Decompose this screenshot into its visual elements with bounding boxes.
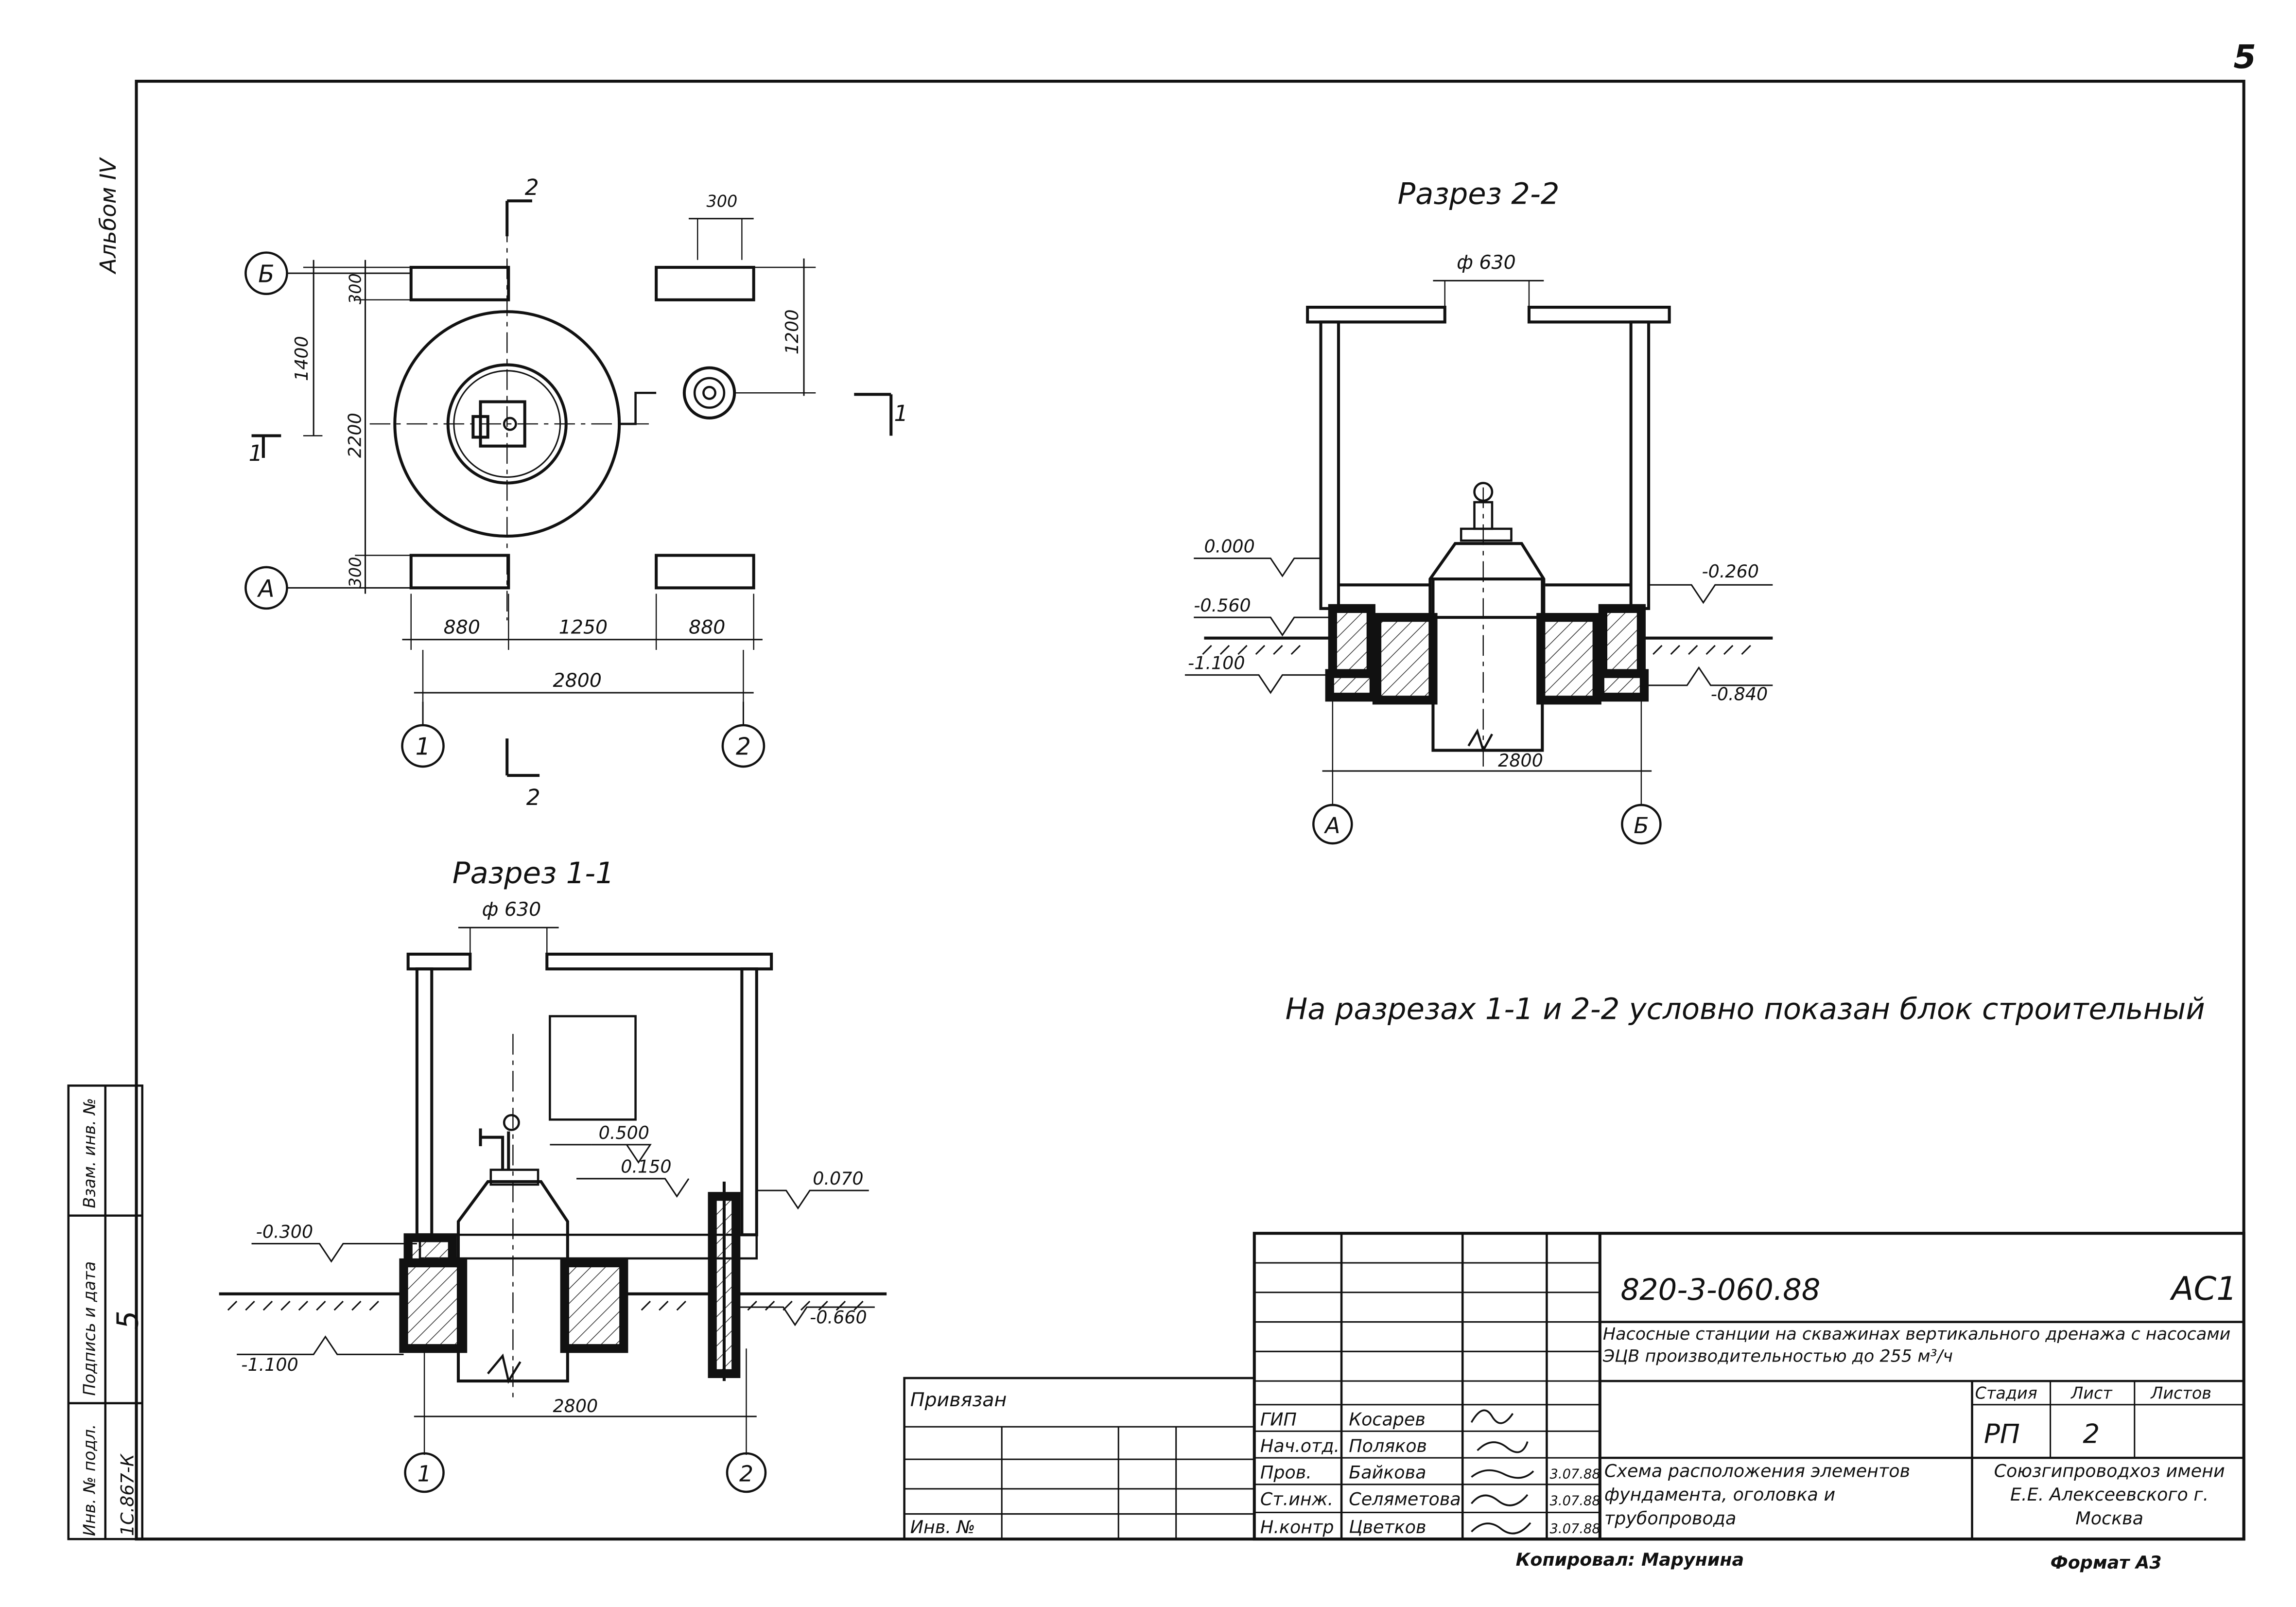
role-prov: Пров. <box>1260 1462 1312 1483</box>
title-block-drawing-title-box: Схема расположения элементов фундамента,… <box>1604 1461 1911 1529</box>
section-1-1-axis-2: 2 <box>739 1461 753 1487</box>
stamp-inv-value: 1С.867-К <box>117 1453 138 1536</box>
plan-dim-1250: 1250 <box>559 616 608 639</box>
title-block-privyazan: Привязан <box>910 1389 1007 1411</box>
plan-dim-300-bottom-left: 300 <box>346 557 365 588</box>
album-label: Альбом IV <box>95 157 121 275</box>
plan-section-1-right: 1 <box>894 401 908 426</box>
stamp-replace-label: Взам. инв. № <box>80 1098 99 1208</box>
section-1-1-axis-1: 1 <box>417 1461 432 1487</box>
title-block-code: 820-3-060.88 <box>1620 1273 1820 1307</box>
section-2-2-axis-b: Б <box>1634 813 1649 838</box>
title-block-project-title-box: Насосные станции на скважинах вертикальн… <box>1602 1323 2231 1366</box>
title-block-mark: АС1 <box>2170 1270 2237 1308</box>
section-1-1-level-0070: 0.070 <box>813 1168 863 1189</box>
title-block-organization-box: Союзгипроводхоз имени Е.Е. Алексеевского… <box>1994 1461 2225 1529</box>
section-2-2-level-1100: -1.100 <box>1188 652 1245 673</box>
plan-dim-1400: 1400 <box>291 336 312 381</box>
plan-section-2-top: 2 <box>525 175 539 200</box>
plan-dim-300-top: 300 <box>706 192 737 210</box>
title-block-sheets-header: Листов <box>2150 1384 2211 1403</box>
plan-axis-a: А <box>257 576 274 603</box>
signatures <box>1470 1409 1534 1535</box>
title-block-organization: Союзгипроводхоз имени Е.Е. Алексеевского… <box>1994 1461 2225 1529</box>
section-2-2-level-0560: -0.560 <box>1194 595 1251 616</box>
name-tsvetkov: Цветков <box>1349 1517 1426 1537</box>
section-2-2: Разрез 2-2 ф 630 0.000 -0.56 <box>1184 177 1773 845</box>
section-2-2-title: Разрез 2-2 <box>1398 177 1560 211</box>
title-block: Привязан Инв. № ГИП Нач.отд. Пров. Ст.ин… <box>903 1232 2245 1541</box>
section-2-2-diameter: ф 630 <box>1457 251 1516 274</box>
section-1-1-level-0660: -0.660 <box>810 1307 867 1328</box>
plan-dim-300-top-left: 300 <box>346 273 365 304</box>
section-1-1-level-1100: -1.100 <box>241 1354 298 1375</box>
date-st-inzh: 3.07.88 <box>1550 1493 1600 1508</box>
plan-dim-880-right: 880 <box>689 616 725 639</box>
section-1-1: Разрез 1-1 ф 630 0.500 <box>219 856 887 1493</box>
page-number: 5 <box>2233 38 2256 76</box>
stamp-sign-label: Подпись и дата <box>80 1261 99 1396</box>
section-2-2-level-0000: 0.000 <box>1204 536 1254 557</box>
role-st-inzh: Ст.инж. <box>1260 1488 1333 1509</box>
plan-view: Б А 1 2 2 2 1 1 300 1400 2200 300 120 <box>244 175 908 810</box>
title-block-sheet: 2 <box>2083 1418 2100 1450</box>
title-block-sheet-header: Лист <box>2070 1384 2113 1403</box>
section-1-1-diameter: ф 630 <box>482 898 541 921</box>
title-block-inv-no: Инв. № <box>910 1517 975 1537</box>
section-2-2-level-0840: -0.840 <box>1711 683 1768 704</box>
section-2-2-axis-a: А <box>1323 813 1340 838</box>
title-block-stage-header: Стадия <box>1975 1384 2037 1403</box>
plan-axis-2: 2 <box>736 734 751 761</box>
side-stamp: Взам. инв. № Подпись и дата 5 Инв. № под… <box>67 1084 145 1540</box>
plan-section-2-bottom: 2 <box>526 785 540 810</box>
plan-axis-1: 1 <box>416 734 431 761</box>
drawing-note: На разрезах 1-1 и 2-2 условно показан бл… <box>1286 993 2205 1027</box>
title-block-project-title: Насосные станции на скважинах вертикальн… <box>1602 1323 2231 1366</box>
name-polyakov: Поляков <box>1349 1435 1427 1456</box>
section-2-2-level-0260: -0.260 <box>1702 561 1759 582</box>
plan-dim-1200: 1200 <box>782 309 802 354</box>
date-prov: 3.07.88 <box>1550 1467 1600 1482</box>
plan-dim-880-left: 880 <box>444 616 480 639</box>
section-1-1-level-0300: -0.300 <box>256 1221 313 1242</box>
stamp-inv-label: Инв. № подл. <box>80 1424 99 1536</box>
section-2-2-dim-2800: 2800 <box>1498 750 1543 771</box>
date-n-kontr: 3.07.88 <box>1550 1521 1600 1537</box>
format-label: Формат А3 <box>2051 1552 2162 1573</box>
copied-by: Копировал: Марунина <box>1516 1549 1744 1570</box>
plan-axis-b: Б <box>258 261 274 288</box>
role-nach-otd: Нач.отд. <box>1260 1435 1339 1456</box>
role-gip: ГИП <box>1260 1409 1297 1430</box>
plan-section-1-left: 1 <box>248 440 262 466</box>
plan-dim-2800: 2800 <box>553 669 602 692</box>
plan-dim-2200: 2200 <box>344 413 365 458</box>
role-n-kontr: Н.контр <box>1260 1517 1334 1537</box>
section-1-1-level-0500: 0.500 <box>599 1122 649 1143</box>
name-kosarev: Косарев <box>1349 1409 1426 1430</box>
name-selyametova: Селяметова <box>1349 1488 1461 1509</box>
title-block-drawing-title: Схема расположения элементов фундамента,… <box>1604 1461 1911 1529</box>
section-1-1-level-0150: 0.150 <box>621 1156 671 1177</box>
section-1-1-dim-2800: 2800 <box>553 1396 598 1416</box>
section-1-1-title: Разрез 1-1 <box>452 856 614 891</box>
stamp-sign-value: 5 <box>111 1310 145 1329</box>
name-baikova: Байкова <box>1349 1462 1426 1483</box>
title-block-stage: РП <box>1984 1418 2020 1450</box>
